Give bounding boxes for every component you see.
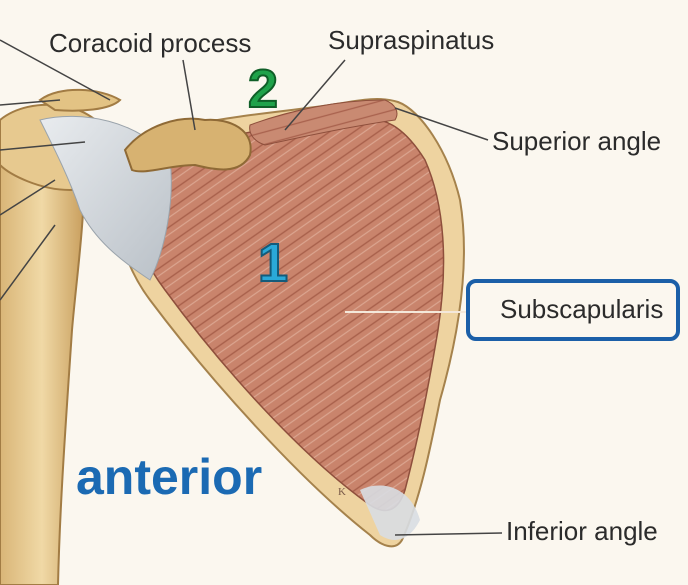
leader-supraspinatus: [284, 59, 346, 131]
leader-inferior-angle: [394, 532, 503, 536]
view-label: anterior: [76, 449, 263, 505]
leader-offpage-3: [0, 141, 86, 151]
supraspinatus-label: Supraspinatus: [328, 25, 495, 55]
marker-1: 1: [257, 233, 289, 293]
subscapularis-highlight-box: [466, 279, 680, 341]
inferior-angle-tendon: [360, 485, 420, 540]
leader-offpage-5: [0, 224, 56, 301]
superior-angle-label: Superior angle: [492, 126, 662, 156]
subscapularis-label: Subscapularis: [500, 294, 664, 324]
artist-signature: K: [338, 486, 346, 498]
inferior-angle-label: Inferior angle: [506, 516, 658, 546]
leader-offpage-1: [0, 39, 111, 101]
leader-offpage-4: [0, 179, 56, 216]
marker-2: 2: [247, 59, 279, 119]
leader-superior-angle: [394, 107, 489, 141]
leader-coracoid: [182, 59, 196, 131]
leader-offpage-2: [0, 99, 61, 106]
supraspinatus-muscle: [249, 99, 398, 146]
humerus-bone: [0, 121, 85, 585]
coracoid-process-label: Coracoid process: [49, 28, 252, 58]
coracoid-process-bone: [123, 117, 252, 173]
